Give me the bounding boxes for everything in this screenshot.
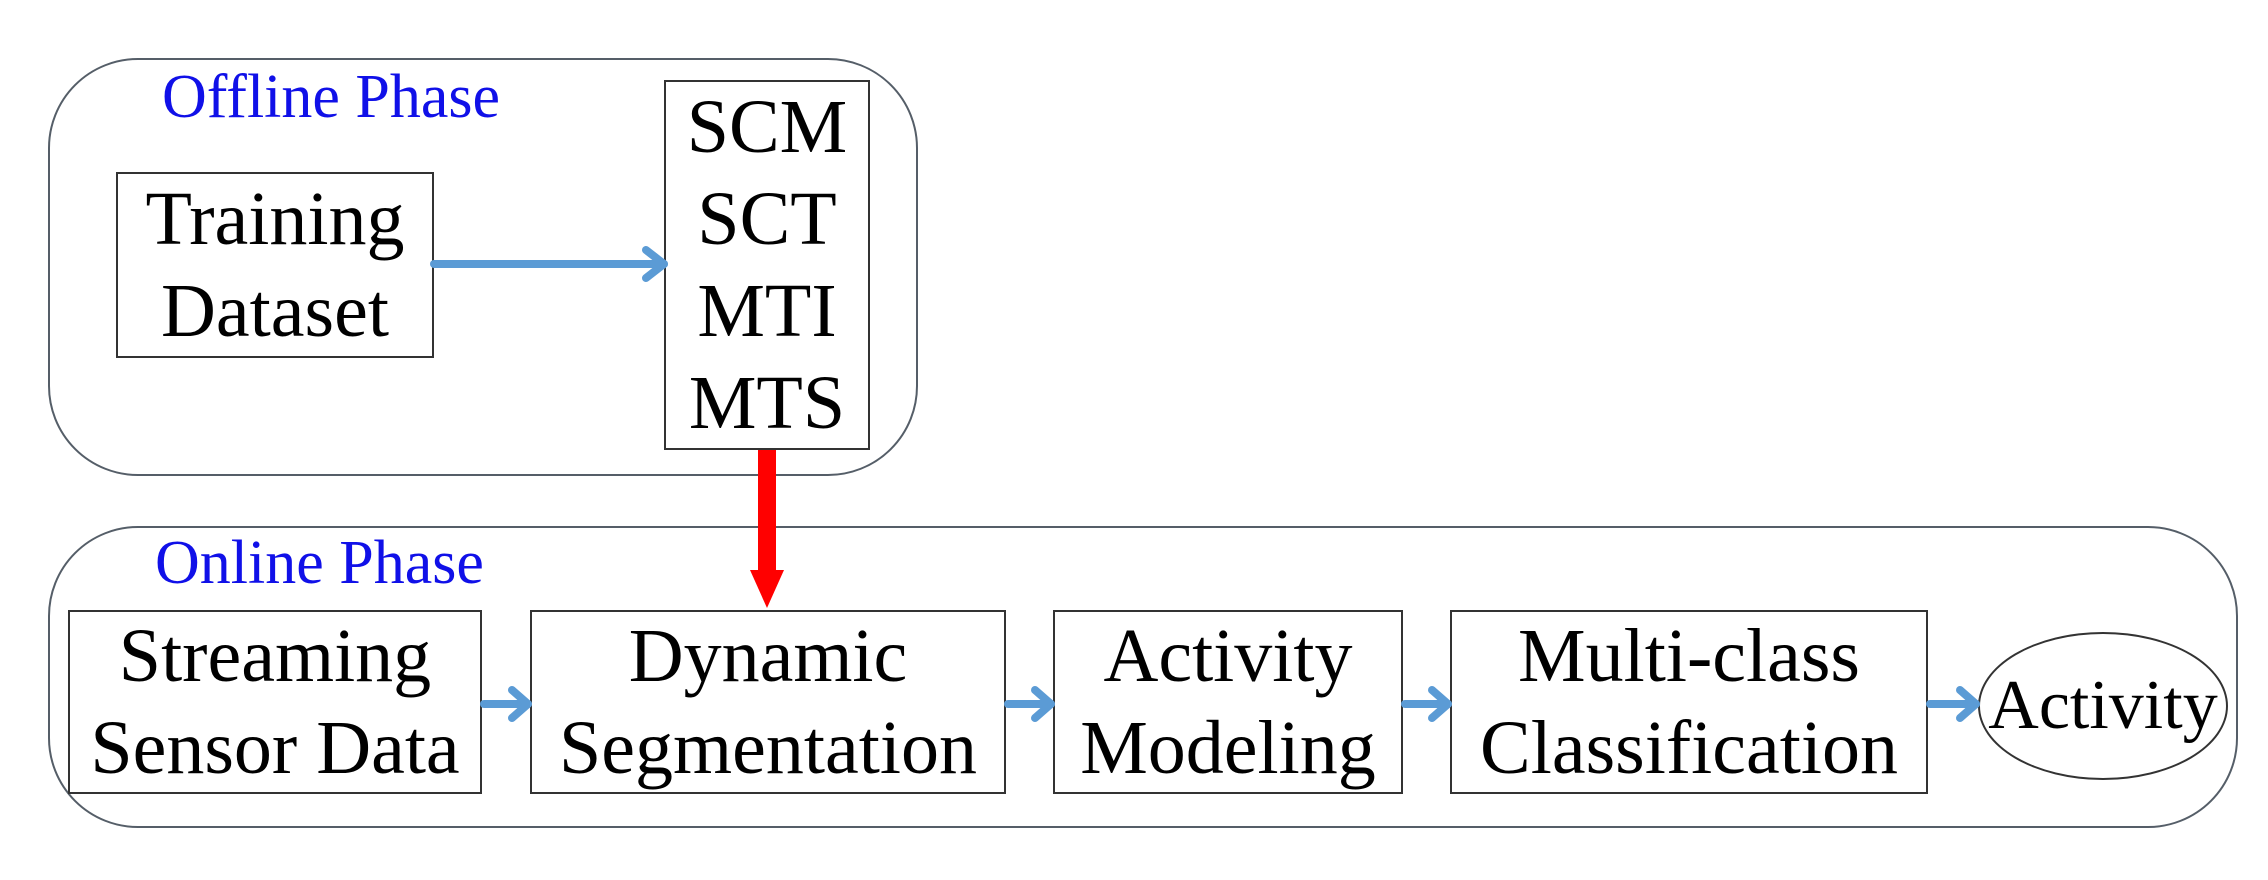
model-list-box: SCM SCT MTI MTS — [664, 80, 870, 450]
arrow-streaming-to-dynamic — [480, 686, 532, 722]
streaming-sensor-data-box: Streaming Sensor Data — [68, 610, 482, 794]
training-dataset-box: Training Dataset — [116, 172, 434, 358]
streaming-line1: Streaming — [118, 614, 432, 698]
arrow-dynamic-to-activity-modeling — [1004, 686, 1055, 722]
streaming-line2: Sensor Data — [90, 706, 460, 790]
training-dataset-line2: Dataset — [161, 269, 389, 353]
dynamic-segmentation-box: Dynamic Segmentation — [530, 610, 1006, 794]
activity-modeling-line1: Activity — [1103, 614, 1353, 698]
arrow-training-to-models — [430, 246, 668, 282]
model-sct: SCT — [697, 177, 837, 261]
model-scm: SCM — [686, 85, 848, 169]
activity-output-ellipse: Activity — [1978, 632, 2228, 780]
arrow-activity-modeling-to-multiclass — [1401, 686, 1452, 722]
activity-modeling-line2: Modeling — [1080, 706, 1376, 790]
activity-output-label: Activity — [1988, 667, 2218, 744]
activity-modeling-box: Activity Modeling — [1053, 610, 1403, 794]
arrow-multiclass-to-activity — [1926, 686, 1980, 722]
dynamic-line2: Segmentation — [559, 706, 977, 790]
dynamic-line1: Dynamic — [628, 614, 908, 698]
multiclass-line1: Multi-class — [1518, 614, 1860, 698]
multiclass-line2: Classification — [1480, 706, 1898, 790]
arrow-models-to-dynamic-segmentation — [750, 450, 784, 608]
offline-phase-title: Offline Phase — [162, 63, 501, 131]
model-mts: MTS — [688, 361, 846, 445]
model-mti: MTI — [697, 269, 837, 353]
multiclass-classification-box: Multi-class Classification — [1450, 610, 1928, 794]
online-phase-title: Online Phase — [155, 529, 484, 597]
training-dataset-line1: Training — [145, 177, 405, 261]
